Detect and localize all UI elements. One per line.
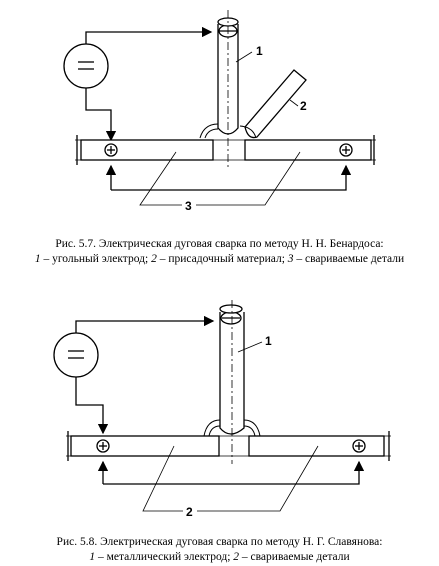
leader-electrode-1 [235,51,253,63]
wire-negative-2 [75,315,215,333]
caption-figure-1: Рис. 5.7. Электрическая дуговая сварка п… [0,237,439,267]
arc-2 [203,419,221,437]
legend-text: – угольный электрод; [40,253,152,265]
legend-num: 2 [233,551,240,563]
plus-terminal-right-2 [352,439,366,453]
legend-text: – присадочный материал; [156,253,288,265]
label-electrode-1: 1 [256,44,263,58]
legend-num: 1 [34,253,41,265]
filler-rod [244,69,307,139]
caption-legend-2: 1 – металлический электрод; 2 – сваривае… [0,550,439,565]
wire-return-2 [103,460,365,485]
legend-text: – свариваемые детали [293,253,405,265]
wire-to-part-2 [75,377,109,435]
leader-parts-2 [142,445,183,512]
workpiece-left-1 [80,139,214,161]
plus-terminal-right-1 [339,143,353,157]
legend-num: 1 [89,551,96,563]
figure-benardos [63,10,376,206]
caption-title-2: Рис. 5.8. Электрическая дуговая сварка п… [56,536,383,548]
legend-num: 3 [287,253,294,265]
legend-num: 2 [151,253,157,265]
figure-slavyanov [53,300,391,512]
label-parts-1: 3 [185,199,192,213]
workpiece-left-2 [70,435,220,457]
label-filler: 2 [300,99,307,113]
caption-title-1: Рис. 5.7. Электрическая дуговая сварка п… [55,238,384,250]
legend-text: – металлический электрод; [95,551,234,563]
wire-to-part-1 [85,88,117,142]
label-electrode-2: 1 [265,334,272,348]
arc-1 [199,123,219,139]
metal-electrode [219,312,245,435]
workpiece-right-2 [248,435,385,457]
plus-terminal-left-1 [104,143,118,157]
plus-terminal-left-2 [96,439,110,453]
label-parts-2: 2 [186,505,193,519]
legend-text: – свариваемые детали [239,551,350,563]
leader-filler [289,99,299,107]
power-source-1 [63,43,109,89]
power-source-2 [53,332,99,378]
wire-return-1 [111,164,352,191]
caption-legend-1: 1 – угольный электрод; 2 – присадочный м… [0,252,439,267]
leader-electrode-2 [237,341,263,353]
caption-figure-2: Рис. 5.8. Электрическая дуговая сварка п… [0,535,439,565]
wire-negative-1 [85,26,213,44]
leader-parts-1 [139,151,182,206]
